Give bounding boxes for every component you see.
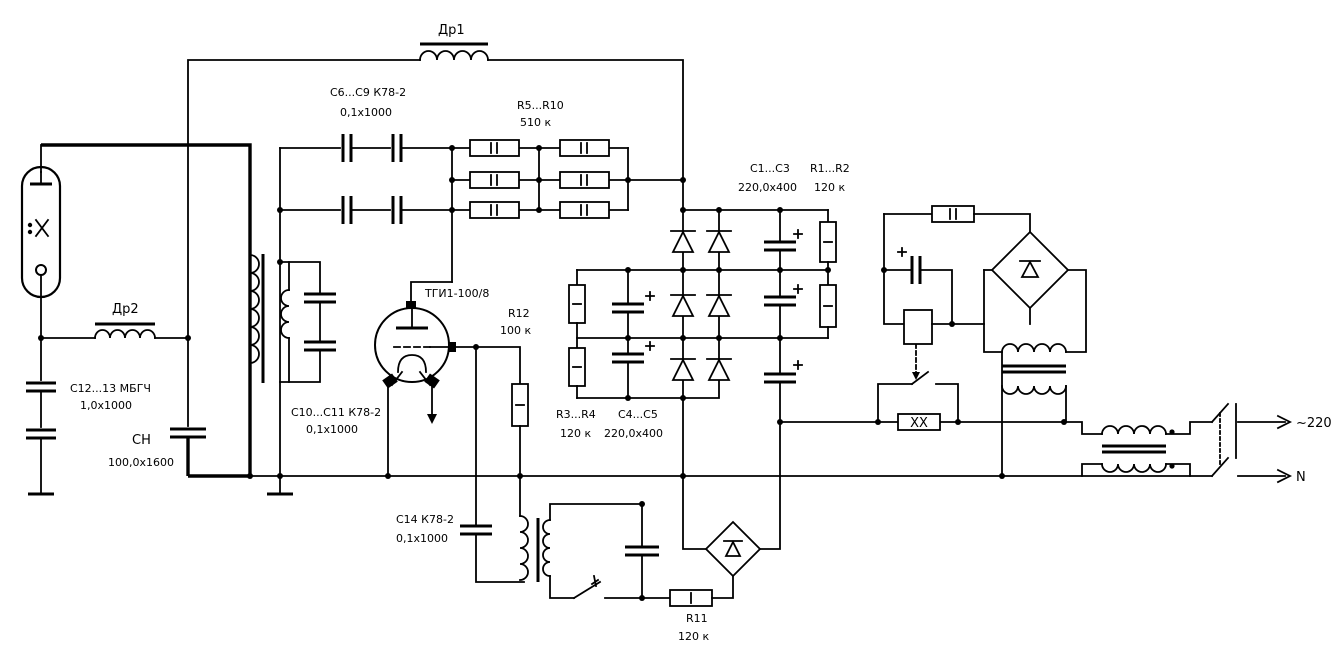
bridge-rectifier-small (682, 421, 781, 578)
c6c9-value: 0,1x1000 (340, 106, 392, 119)
c10-label: C10...C11 К78-2 (291, 406, 381, 419)
grid-drive-circuit: R12 100 к C14 К78-2 0,1x1000 (396, 307, 531, 583)
choke-dr1: Др1 (187, 23, 684, 339)
c6c9-label: C6...C9 К78-2 (330, 86, 406, 99)
trigger-transformer: R11 120 к (519, 475, 734, 643)
capacitor-c12-c13: C12...13 МБГЧ 1,0x1000 (26, 335, 151, 496)
supply-transformer (1001, 343, 1067, 423)
tgi-label: ТГИ1-100/8 (424, 287, 489, 300)
r1r2-label: R1...R2 (810, 162, 850, 175)
ignition-transformer: C10...C11 К78-2 0,1x1000 (249, 254, 381, 436)
mains-switch[interactable]: ~220 N (1210, 402, 1332, 485)
choke-dr2: Др2 (40, 302, 191, 341)
neutral-label: N (1296, 470, 1306, 485)
relay-contact (877, 343, 959, 423)
r3r4-label: R3...R4 (556, 408, 596, 421)
mains-filter (1063, 421, 1213, 477)
diode-multiplier: R3...R4 120 к C4...C5 220,0x400 C1...C3 … (556, 162, 850, 477)
cn-label: CН (132, 433, 151, 448)
r1r2-value: 120 к (814, 181, 845, 194)
c14-label: C14 К78-2 (396, 513, 454, 526)
r11-label: R11 (686, 612, 708, 625)
capacitor-cn: CН 100,0x1600 (108, 337, 206, 476)
c10-value: 0,1x1000 (306, 423, 358, 436)
c1c3-label: C1...C3 (750, 162, 790, 175)
r12-value: 100 к (500, 324, 531, 337)
thyratron-tgi: ТГИ1-100/8 (374, 281, 489, 479)
xx-label: XX (910, 416, 928, 431)
r12-label: R12 (508, 307, 530, 320)
c4c5-label: C4...C5 (618, 408, 658, 421)
resistor-network-r5-r10: R5...R10 510 к (449, 99, 686, 283)
c1c3-value: 220,0x400 (738, 181, 797, 194)
dr2-label: Др2 (112, 302, 139, 317)
r5r10-value: 510 к (520, 116, 551, 129)
r11-value: 120 к (678, 630, 709, 643)
capacitor-c6-c9: C6...C9 К78-2 0,1x1000 (279, 86, 453, 224)
c12-value: 1,0x1000 (80, 399, 132, 412)
c12-label: C12...13 МБГЧ (70, 382, 151, 395)
c4c5-value: 220,0x400 (604, 427, 663, 440)
c14-value: 0,1x1000 (396, 532, 448, 545)
r5r10-label: R5...R10 (517, 99, 564, 112)
cn-value: 100,0x1600 (108, 456, 174, 469)
control-circuit (881, 205, 1087, 477)
flash-lamp (20, 144, 62, 339)
mains-label: ~220 (1296, 416, 1332, 431)
dr1-label: Др1 (438, 23, 465, 38)
r3r4-value: 120 к (560, 427, 591, 440)
